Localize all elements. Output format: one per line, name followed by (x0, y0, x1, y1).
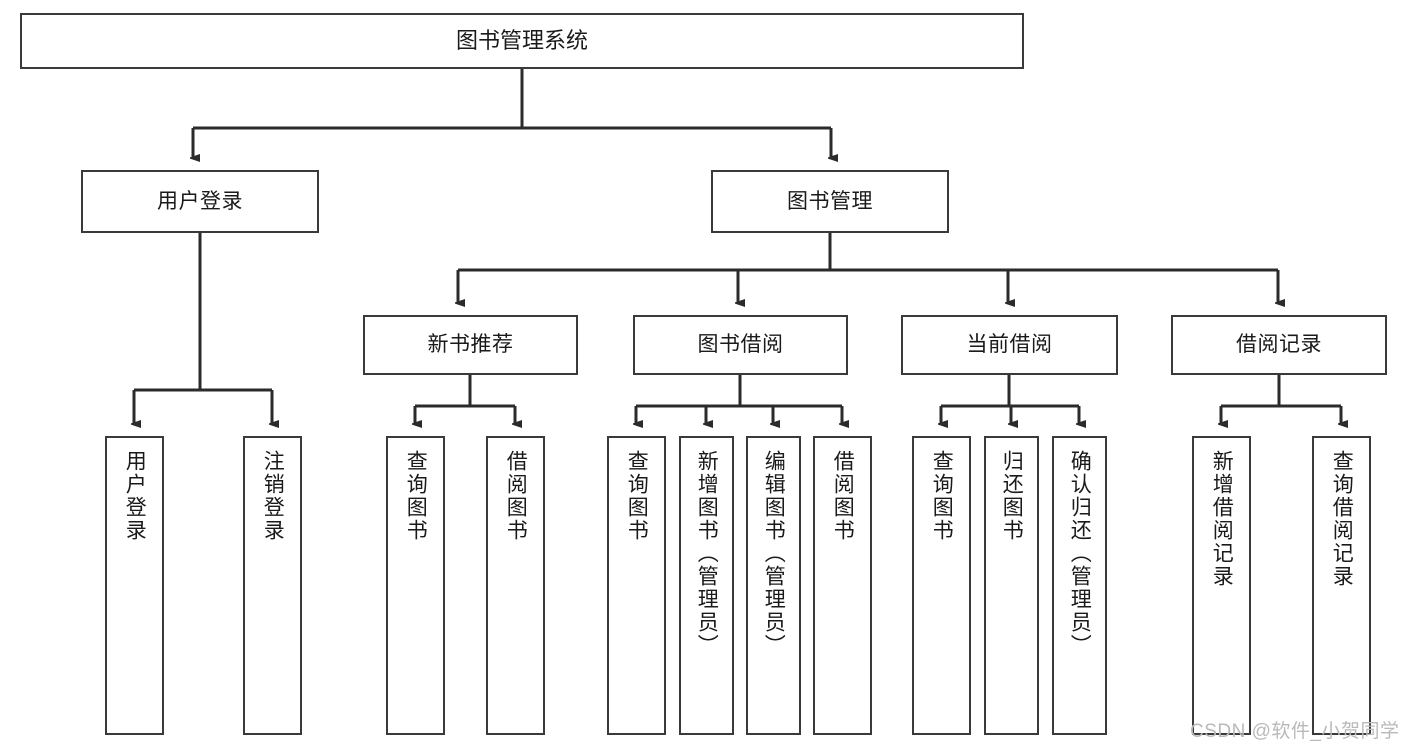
leaf-label: 新增图书（管理员） (695, 450, 719, 657)
node-root-label: 图书管理系统 (455, 27, 588, 53)
leaf-label: 查询图书 (404, 450, 428, 542)
node-book-management-label: 图书管理 (787, 189, 873, 213)
leaf-label: 用户登录 (123, 450, 147, 542)
leaf-label: 编辑图书（管理员） (762, 450, 786, 657)
leaf-label: 归还图书 (1000, 450, 1024, 542)
leaf-query-book-recommend[interactable]: 查询图书 (386, 436, 445, 735)
leaf-label: 借阅图书 (504, 450, 528, 542)
leaf-add-book-admin[interactable]: 新增图书（管理员） (679, 436, 734, 735)
node-book-management[interactable]: 图书管理 (711, 170, 949, 233)
node-book-borrow-label: 图书借阅 (697, 333, 784, 357)
leaf-label: 查询图书 (930, 450, 954, 542)
leaf-label: 确认归还（管理员） (1068, 450, 1092, 657)
leaf-query-book-borrow[interactable]: 查询图书 (607, 436, 666, 735)
node-current-borrow-label: 当前借阅 (966, 333, 1053, 357)
leaf-label: 借阅图书 (831, 450, 855, 542)
node-current-borrow[interactable]: 当前借阅 (901, 315, 1118, 375)
node-new-book-recommendation[interactable]: 新书推荐 (363, 315, 578, 375)
leaf-add-borrow-record[interactable]: 新增借阅记录 (1192, 436, 1251, 735)
leaf-return-book[interactable]: 归还图书 (984, 436, 1039, 735)
node-borrow-record-label: 借阅记录 (1236, 333, 1322, 357)
leaf-label: 查询借阅记录 (1330, 450, 1354, 588)
leaf-user-login[interactable]: 用户登录 (105, 436, 164, 735)
leaf-query-borrow-record[interactable]: 查询借阅记录 (1312, 436, 1371, 735)
leaf-confirm-return-admin[interactable]: 确认归还（管理员） (1052, 436, 1107, 735)
leaf-edit-book-admin[interactable]: 编辑图书（管理员） (746, 436, 801, 735)
node-user-login[interactable]: 用户登录 (81, 170, 319, 233)
node-user-login-label: 用户登录 (157, 189, 243, 213)
leaf-label: 注销登录 (261, 450, 285, 542)
leaf-borrow-book[interactable]: 借阅图书 (813, 436, 872, 735)
leaf-label: 查询图书 (625, 450, 649, 542)
node-book-borrow[interactable]: 图书借阅 (633, 315, 848, 375)
leaf-label: 新增借阅记录 (1210, 450, 1234, 588)
leaf-logout[interactable]: 注销登录 (243, 436, 302, 735)
leaf-borrow-book-recommend[interactable]: 借阅图书 (486, 436, 545, 735)
leaf-query-book-current[interactable]: 查询图书 (912, 436, 971, 735)
node-root[interactable]: 图书管理系统 (20, 13, 1024, 69)
watermark: CSDN @软件_小贺同学 (1190, 721, 1400, 742)
node-new-book-recommendation-label: 新书推荐 (427, 333, 514, 357)
node-borrow-record[interactable]: 借阅记录 (1171, 315, 1387, 375)
